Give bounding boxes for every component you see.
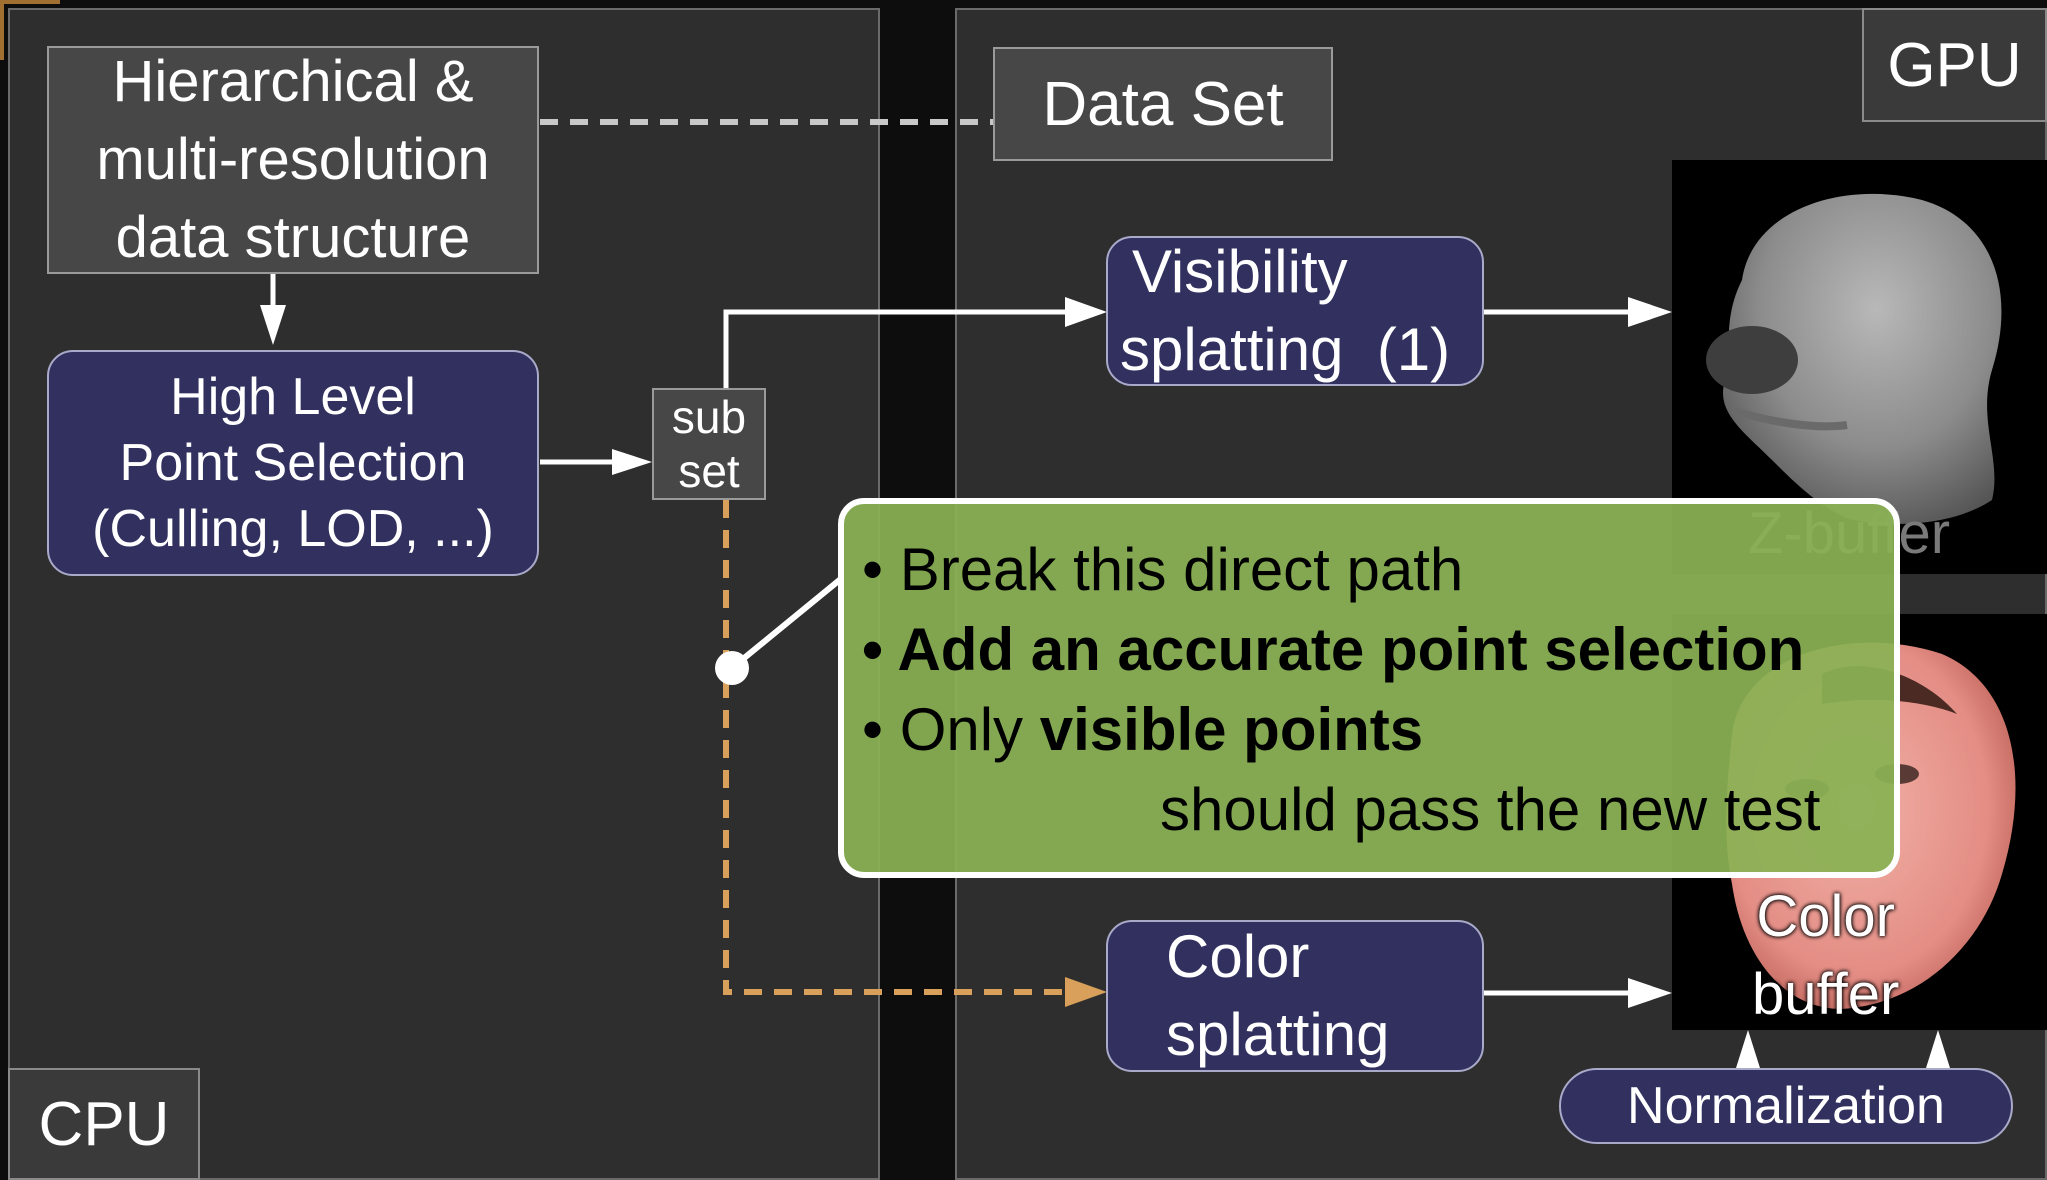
data-structure-line: multi-resolution	[96, 127, 490, 192]
bullet: •	[862, 696, 884, 763]
bullet: •	[862, 536, 884, 603]
data-structure-box: Hierarchical & multi-resolution data str…	[47, 46, 539, 274]
callout-item-1: • Break this direct path	[862, 530, 1894, 610]
color-buffer-line: Color	[1756, 884, 1895, 949]
visibility-line: Visibility	[1132, 238, 1348, 305]
callout-item-3: • Only visible points	[862, 690, 1894, 770]
arrowhead-norm-2	[1926, 1030, 1950, 1068]
arrowhead-visibility	[1065, 297, 1107, 327]
color-splatting-line: Color	[1166, 923, 1310, 990]
bullet: •	[862, 616, 884, 683]
high-level-line: Point Selection	[119, 434, 467, 492]
color-splatting-box: Color splatting	[1106, 920, 1484, 1072]
normalization-box: Normalization	[1559, 1068, 2013, 1144]
visibility-line: splatting (1)	[1120, 316, 1451, 383]
cpu-label-text: CPU	[38, 1089, 170, 1159]
corner-mark	[0, 0, 60, 60]
data-structure-line: data structure	[115, 205, 471, 270]
high-level-line: (Culling, LOD, ...)	[92, 500, 494, 558]
arrowhead-buffer	[1628, 978, 1672, 1008]
subset-box: sub set	[652, 388, 766, 500]
data-set-box: Data Set	[993, 47, 1333, 161]
subset-line: sub	[671, 391, 747, 443]
callout-item-3-plain: Only	[899, 696, 1040, 763]
callout-item-2-text: Add an accurate point selection	[897, 616, 1805, 683]
color-buffer-label: Color buffer	[1752, 878, 1899, 1030]
color-buffer-line: buffer	[1752, 962, 1900, 1027]
callout-item-3-cont-text: should pass the new test	[1160, 776, 1821, 843]
arrowhead-subset	[612, 449, 652, 475]
callout-item-3-continuation: should pass the new test	[862, 770, 1894, 850]
callout-item-3-bold: visible points	[1039, 696, 1424, 763]
callout-box: • Break this direct path • Add an accura…	[838, 498, 1900, 878]
cpu-label: CPU	[8, 1068, 200, 1180]
high-level-line: High Level	[170, 368, 416, 426]
visibility-splatting-box: Visibility splatting (1)	[1106, 236, 1484, 386]
subset-line: set	[678, 445, 740, 497]
zbuffer-head-graphic	[1706, 193, 2002, 524]
callout-item-1-text: Break this direct path	[899, 536, 1464, 603]
arrowhead-struct	[260, 305, 286, 345]
arrowhead-norm-1	[1736, 1030, 1760, 1068]
color-splatting-line: splatting	[1166, 1001, 1390, 1068]
callout-anchor-dot	[715, 651, 749, 685]
arrowhead-zbuffer	[1628, 297, 1672, 327]
arrowhead-color	[1065, 977, 1107, 1007]
arrow-subset-to-visibility	[723, 309, 1065, 388]
callout-pointer	[730, 575, 844, 671]
gpu-label: GPU	[1862, 8, 2047, 122]
callout-item-2: • Add an accurate point selection	[862, 610, 1894, 690]
high-level-selection-box: High Level Point Selection (Culling, LOD…	[47, 350, 539, 576]
data-set-text: Data Set	[1042, 69, 1284, 139]
gpu-label-text: GPU	[1887, 30, 2022, 100]
normalization-text: Normalization	[1627, 1077, 1945, 1135]
data-structure-line: Hierarchical &	[112, 49, 474, 114]
